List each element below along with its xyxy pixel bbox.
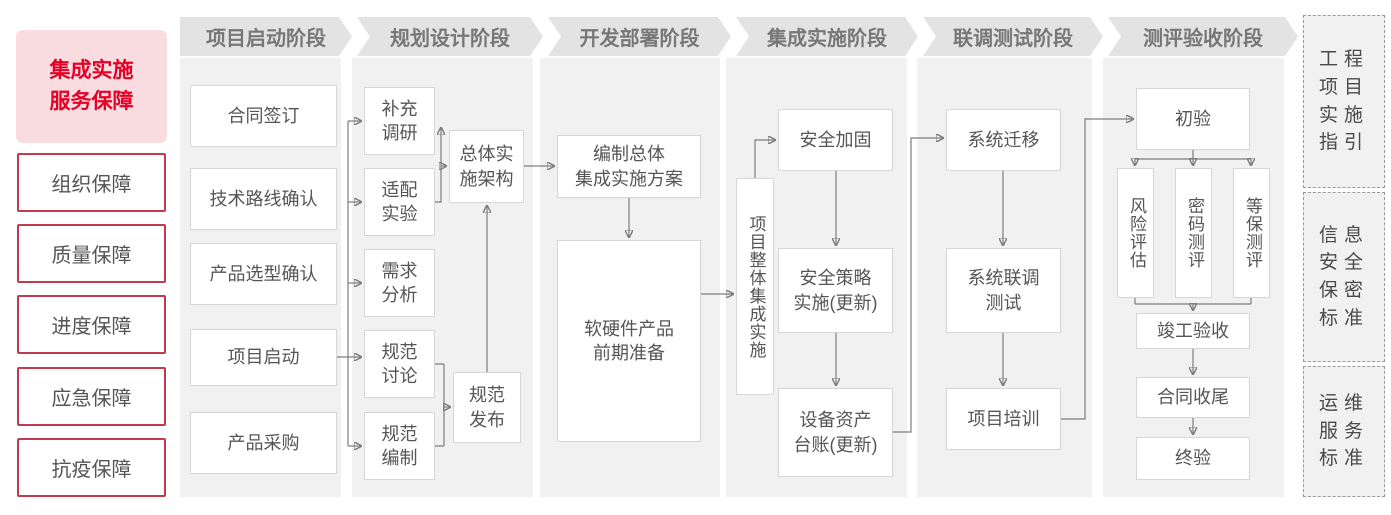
sidebar-item-schedule: 进度保障 [17, 295, 166, 354]
node-overall-project-integration: 项目整体集成实施 [736, 178, 774, 395]
phase-header-integration: 集成实施阶段 [736, 17, 918, 56]
node-overall-impl-architecture: 总体实 施架构 [449, 130, 524, 203]
standard-ops-service: 运维 服务 标准 [1303, 366, 1385, 497]
node-supplement-research: 补充 调研 [364, 87, 435, 155]
phase-header-planning: 规划设计阶段 [357, 17, 543, 56]
node-risk-assessment: 风险评估 [1117, 168, 1154, 298]
node-adaptation-test: 适配 实验 [364, 168, 435, 236]
node-system-migration: 系统迁移 [946, 109, 1061, 171]
phase-header-evaluation: 测评验收阶段 [1108, 17, 1298, 56]
node-contract-signing: 合同签订 [190, 85, 337, 147]
node-final-acceptance: 终验 [1136, 437, 1250, 480]
node-overall-integration-plan: 编制总体 集成实施方案 [557, 135, 701, 198]
node-initial-acceptance: 初验 [1136, 88, 1250, 150]
node-product-selection-confirm: 产品选型确认 [190, 243, 337, 305]
node-requirement-analysis: 需求 分析 [364, 249, 435, 317]
sidebar-item-pandemic: 抗疫保障 [17, 438, 166, 497]
sidebar-item-quality: 质量保障 [17, 224, 166, 283]
node-security-hardening: 安全加固 [778, 109, 893, 171]
sidebar-item-emergency: 应急保障 [17, 367, 166, 426]
node-system-joint-test: 系统联调 测试 [946, 248, 1061, 333]
phase-header-joint-testing: 联调测试阶段 [923, 17, 1103, 56]
node-security-policy-impl: 安全策略 实施(更新) [778, 248, 893, 333]
node-contract-closure: 合同收尾 [1136, 377, 1250, 418]
node-project-training: 项目培训 [946, 388, 1061, 450]
node-spec-drafting: 规范 编制 [364, 412, 435, 480]
standard-engineering-guide: 工程 项目 实施 指引 [1303, 15, 1385, 188]
node-completion-acceptance: 竣工验收 [1136, 313, 1250, 349]
node-spec-discussion: 规范 讨论 [364, 330, 435, 398]
node-tech-route-confirm: 技术路线确认 [190, 168, 337, 230]
phase-header-kickoff: 项目启动阶段 [180, 17, 352, 56]
node-asset-ledger-update: 设备资产 台账(更新) [778, 388, 893, 477]
sidebar-title: 集成实施 服务保障 [16, 30, 167, 143]
node-project-kickoff: 项目启动 [190, 329, 337, 386]
node-spec-release: 规范 发布 [453, 372, 521, 443]
node-hw-sw-preparation: 软硬件产品 前期准备 [557, 240, 701, 442]
node-crypto-evaluation: 密码测评 [1175, 168, 1212, 298]
node-grade-protection-eval: 等保测评 [1233, 168, 1270, 298]
standard-info-security: 信息 安全 保密 标准 [1303, 192, 1385, 362]
phase-header-deployment: 开发部署阶段 [548, 17, 731, 56]
node-product-procurement: 产品采购 [190, 412, 337, 474]
sidebar-item-organization: 组织保障 [17, 153, 166, 212]
